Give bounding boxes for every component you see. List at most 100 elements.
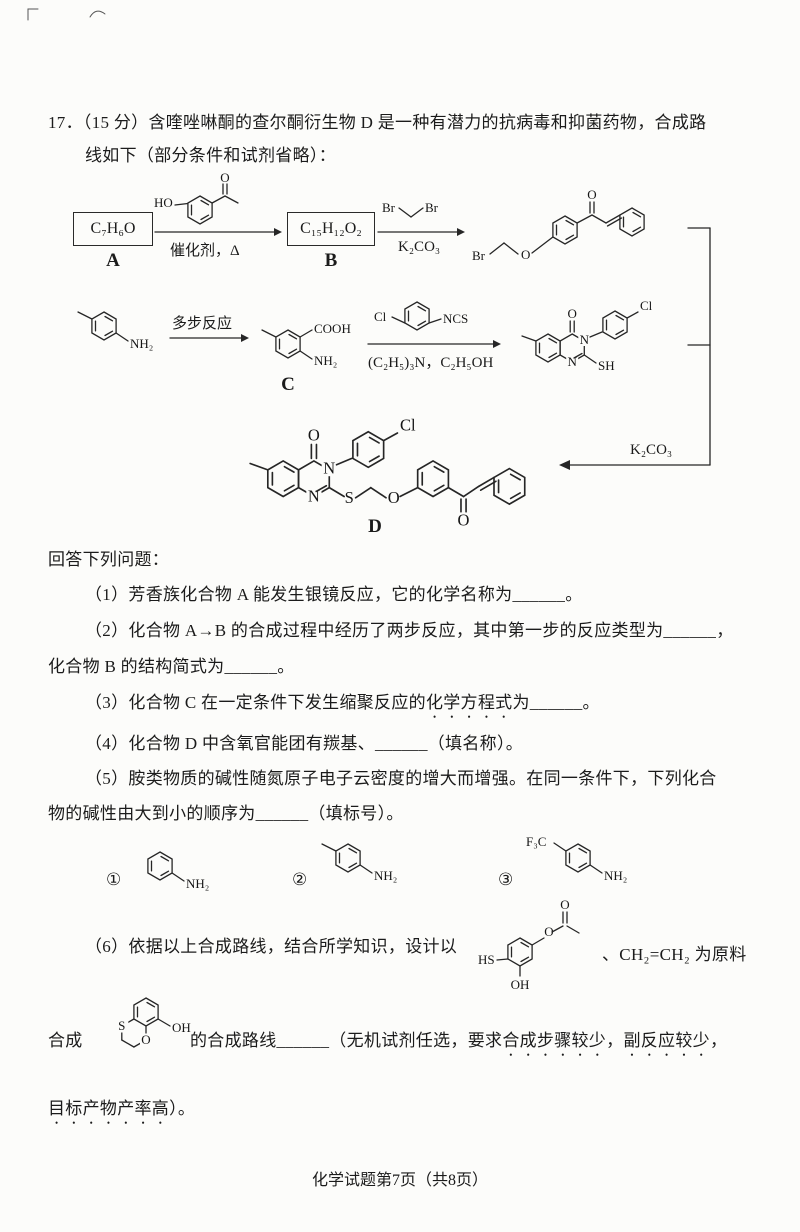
option-2-number: ② [292,870,308,889]
structure-p-toluidine: NH₂ [77,311,153,351]
scan-artifact [27,8,106,21]
nh2-label: NH₂ [130,336,153,351]
question-2-text-line1: （2）化合物 A→B 的合成过程中经历了两步反应，其中第一步的反应类型为____… [85,621,734,640]
question-3-emphasized: 化学方程式 [425,693,513,712]
arrow4-right [367,340,501,348]
question-1-text: （1）芳香族化合物 A 能发生银镜反应，它的化学名称为______。 [85,585,583,604]
ester-o-label: O [544,924,553,939]
question-17-intro-line1: 17．（15 分）含喹唑啉酮的查尔酮衍生物 D 是一种有潜力的抗病毒和抑菌药物，… [48,113,707,132]
benzene-ring [266,460,300,498]
ho-label: HO [154,195,173,210]
carbonyl-o-label: O [587,187,596,202]
benzene-ring [535,333,561,363]
arrow4-condition: (C₂H₅)₃N，C₂H₅OH [368,355,494,371]
benzene-ring [352,430,385,469]
benzene-ring [335,843,361,873]
option-3-number: ③ [498,870,514,889]
q6-closing: ）。 [169,1099,196,1118]
question-17-intro-line2: 线如下（部分条件和试剂省略）： [85,146,336,165]
hs-label: HS [478,952,495,967]
arrow2-right [377,228,465,236]
nh2-label: NH₂ [374,868,397,883]
arrow1-right [154,228,282,236]
structure-compound-C: COOH NH₂ [261,321,351,368]
arrow3-condition: 多步反应 [172,316,233,332]
benzene-ring [91,311,117,341]
carbonyl-o-label: O [568,306,577,321]
oh-label: OH [172,1020,191,1035]
carbonyl2-o-label: O [458,511,470,530]
arrow2-condition: K₂CO₃ [398,239,441,255]
q6-comma1: ， [606,1031,624,1050]
f3c-label: F₃C [526,834,546,849]
q6-emphasized-side-reactions: 副反应较少 [623,1031,710,1050]
cl-label: Cl [374,309,387,324]
arrow1-condition: 催化剂，Δ [170,243,240,259]
benzene-ring [404,301,430,331]
ether-o-label: O [388,488,400,507]
label-A: A [106,250,120,271]
benzene-ring [416,460,450,498]
formula-B: C₁₅H₁₂O₂ [300,220,362,237]
nh2-label: NH₂ [186,876,209,891]
cooh-label: COOH [314,321,351,336]
q6-route-text: 的合成路线______（无机试剂任选，要求 [190,1031,503,1050]
bracket-connector-arrow [559,227,711,470]
question-3-text: （3）化合物 C 在一定条件下发生缩聚反应的化学方程式为______。 [85,688,600,722]
question-5-text-line1: （5）胺类物质的碱性随氮原子电子云密度的增大而增强。在同一条件下，下列化合 [85,769,717,788]
question-3-part-c: 为______。 [512,693,600,712]
q6-emphasized-steps: 合成步骤较少 [502,1031,607,1050]
label-C: C [281,374,295,395]
ncs-label: NCS [443,311,468,326]
benzene-ring [133,997,159,1027]
n3-label: N [580,332,590,347]
formula-box-A: C₇H₆O [73,212,153,246]
structure-chlorophenyl-isothiocyanate: Cl NCS [374,301,468,331]
cl-label: Cl [400,415,416,434]
label-B: B [324,250,338,271]
page-footer: 化学试题第7页（共8页） [311,1172,488,1189]
n3-label: N [323,459,335,478]
question-6-text-line2: 的合成路线______（无机试剂任选，要求合成步骤较少，副反应较少， [190,1026,727,1060]
s-label: S [118,1018,125,1033]
structure-benzoxathiine-target: OH S O [115,997,191,1048]
benzene-ring [147,851,173,881]
question-6-text-line3: 目标产物产率高）。 [48,1094,195,1128]
cl-label: Cl [640,298,653,313]
option-1-number: ① [106,870,122,889]
carbonyl-o-label: O [308,426,320,445]
question-6-text-line1: （6）依据以上合成路线，结合所学知识，设计以 [85,937,458,956]
br-label-left: Br [382,200,396,215]
carbonyl-o-label: O [220,170,229,185]
structure-hydroxyacetophenone: HO O [154,170,239,225]
question-3-part-a: （3）化合物 C 在一定条件下发生缩聚反应的 [85,693,426,712]
question-6-synthesize-prefix: 合成 [48,1031,83,1050]
benzene-ring [493,467,526,505]
label-D: D [368,516,382,537]
question-2-text-line2: 化合物 B 的结构简式为______。 [48,657,295,676]
carbonyl-o-label: O [560,897,569,912]
q6-comma2: ， [709,1031,728,1050]
benzene-ring [187,195,213,225]
structure-aniline: NH₂ [147,851,209,891]
q6-emphasized-yield: 目标产物产率高 [48,1099,170,1118]
oh-label: OH [511,977,530,992]
structure-compound-D: O N Cl N S O O [249,415,526,530]
br-label-right: Br [425,200,439,215]
structure-mercapto-phenol-ester: HS OH O O [478,897,580,992]
formula-box-B: C₁₅H₁₂O₂ [287,212,375,246]
benzene-ring [565,843,591,873]
question-4-text: （4）化合物 D 中含氧官能团有羰基、______（填名称）。 [85,734,524,753]
benzene-ring [602,310,628,340]
structure-bromoethoxy-chalcone: Br O O [472,187,645,263]
question-5-text-line2: 物的碱性由大到小的顺序为______（填标号）。 [48,804,404,823]
n1-label: N [568,354,578,369]
arrow5-condition: K₂CO₃ [630,442,673,458]
structure-quinazolinethione: O N Cl N SH [521,298,653,373]
nh2-label: NH₂ [604,868,627,883]
formula-A: C₇H₆O [90,220,136,237]
structure-p-toluidine-option: NH₂ [321,843,397,883]
br-label: Br [472,248,486,263]
arrow3-right [169,334,249,342]
